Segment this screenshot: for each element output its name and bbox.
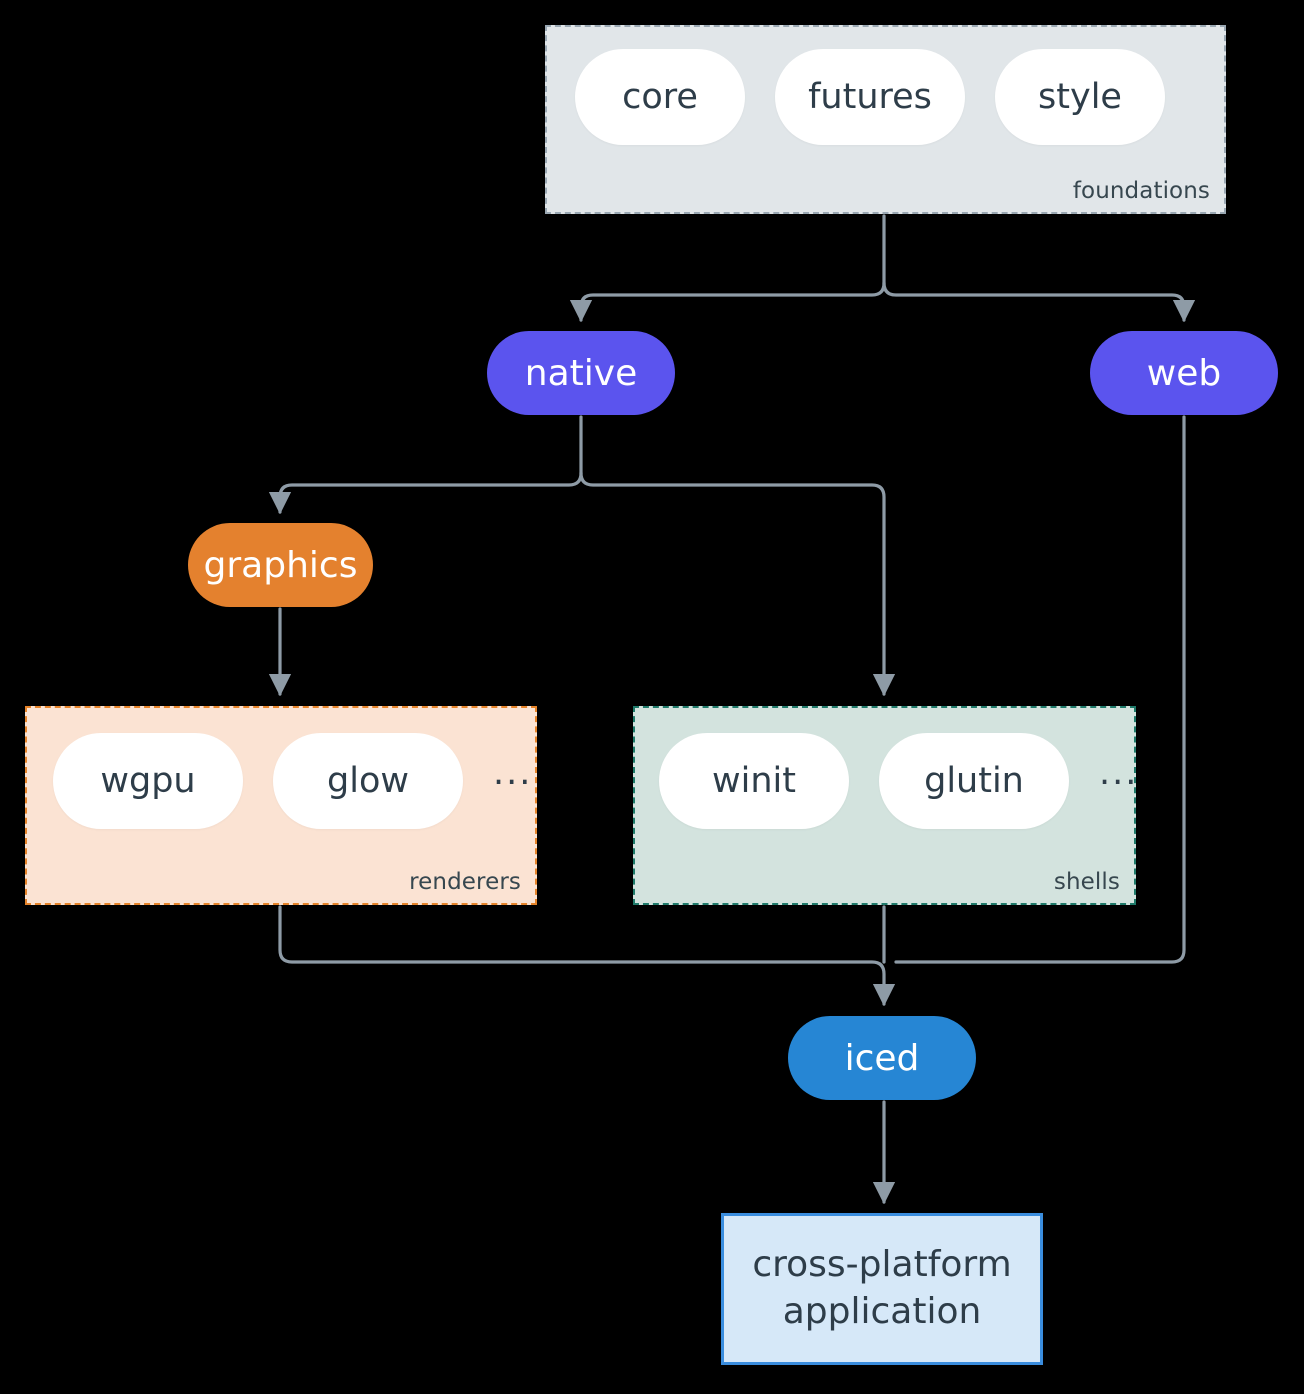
cluster-renderers: wgpu glow ... renderers <box>25 706 537 905</box>
cluster-shells-items: winit glutin ... <box>659 733 1148 829</box>
edge-web-iced <box>894 415 1186 964</box>
edge-foundations-native <box>569 281 886 323</box>
edge-native-shells <box>579 471 896 697</box>
node-native[interactable]: native <box>487 331 675 415</box>
cluster-foundations-items: core futures style <box>575 49 1195 145</box>
node-glutin[interactable]: glutin <box>879 733 1069 829</box>
cluster-shells: winit glutin ... shells <box>633 706 1136 905</box>
cluster-renderers-items: wgpu glow ... <box>53 733 542 829</box>
application-line-1: cross-platform <box>752 1244 1012 1286</box>
node-graphics[interactable]: graphics <box>188 523 373 607</box>
node-iced[interactable]: iced <box>788 1016 976 1100</box>
node-core[interactable]: core <box>575 49 745 145</box>
edge-native-graphics <box>268 471 583 515</box>
edge-foundations-web <box>882 281 1196 323</box>
node-glow[interactable]: glow <box>273 733 463 829</box>
node-wgpu[interactable]: wgpu <box>53 733 243 829</box>
cluster-renderers-label: renderers <box>409 869 521 895</box>
application-line-2: application <box>782 1291 982 1332</box>
node-style[interactable]: style <box>995 49 1165 145</box>
node-futures[interactable]: futures <box>775 49 965 145</box>
renderers-ellipsis: ... <box>493 752 533 793</box>
node-cross-platform-application[interactable]: cross-platform application <box>721 1213 1043 1365</box>
cluster-shells-label: shells <box>1053 869 1120 895</box>
cluster-foundations-label: foundations <box>1072 178 1210 204</box>
shells-ellipsis: ... <box>1099 752 1139 793</box>
node-web[interactable]: web <box>1090 331 1278 415</box>
node-winit[interactable]: winit <box>659 733 849 829</box>
cluster-foundations: core futures style foundations <box>545 25 1226 214</box>
edge-renderers-iced <box>278 905 896 1007</box>
